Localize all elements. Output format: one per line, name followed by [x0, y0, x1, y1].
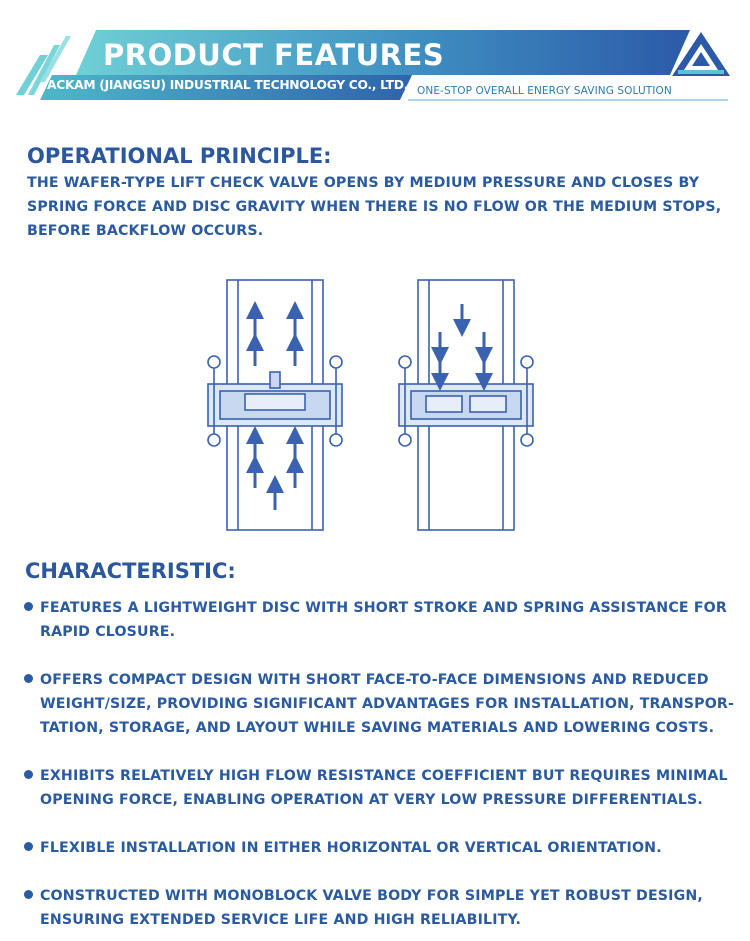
list-item-line: RAPID CLOSURE.: [40, 624, 176, 640]
list-item: CONSTRUCTED WITH MONOBLOCK VALVE BODY FO…: [24, 884, 734, 932]
bullet-dot-icon: [24, 890, 33, 899]
bullet-dot-icon: [24, 770, 33, 779]
list-item-line: EXHIBITS RELATIVELY HIGH FLOW RESISTANCE…: [40, 768, 728, 784]
principle-line: THE WAFER-TYPE LIFT CHECK VALVE OPENS BY…: [27, 175, 700, 191]
list-item: EXHIBITS RELATIVELY HIGH FLOW RESISTANCE…: [24, 764, 734, 812]
principle-line: BEFORE BACKFLOW OCCURS.: [27, 223, 264, 239]
principle-line: SPRING FORCE AND DISC GRAVITY WHEN THERE…: [27, 199, 722, 215]
list-item-line: CONSTRUCTED WITH MONOBLOCK VALVE BODY FO…: [40, 888, 703, 904]
banner-background: [16, 30, 728, 101]
list-item-line: FLEXIBLE INSTALLATION IN EITHER HORIZONT…: [40, 840, 662, 856]
valve-open-diagram-icon: [207, 279, 343, 531]
triangle-a-logo-icon: [672, 32, 730, 76]
header-banner: PRODUCT FEATURES ACKAM (JIANGSU) INDUSTR…: [0, 0, 750, 110]
bullet-dot-icon: [24, 842, 33, 851]
list-item: OFFERS COMPACT DESIGN WITH SHORT FACE-TO…: [24, 668, 734, 740]
list-item: FLEXIBLE INSTALLATION IN EITHER HORIZONT…: [24, 836, 734, 860]
list-item-line: ENSURING EXTENDED SERVICE LIFE AND HIGH …: [40, 912, 522, 928]
list-item-line: OPENING FORCE, ENABLING OPERATION AT VER…: [40, 792, 703, 808]
principle-heading: OPERATIONAL PRINCIPLE:: [27, 144, 332, 168]
bullet-dot-icon: [24, 602, 33, 611]
list-item-line: WEIGHT/SIZE, PROVIDING SIGNIFICANT ADVAN…: [40, 696, 735, 712]
list-item-line: FEATURES A LIGHTWEIGHT DISC WITH SHORT S…: [40, 600, 727, 616]
company-name: ACKAM (JIANGSU) INDUSTRIAL TECHNOLOGY CO…: [47, 78, 409, 92]
slogan: ONE-STOP OVERALL ENERGY SAVING SOLUTION: [417, 85, 672, 97]
characteristic-heading: CHARACTERISTIC:: [25, 559, 236, 583]
principle-text: THE WAFER-TYPE LIFT CHECK VALVE OPENS BY…: [27, 171, 727, 243]
valve-diagram: [207, 279, 534, 531]
list-item-line: OFFERS COMPACT DESIGN WITH SHORT FACE-TO…: [40, 672, 709, 688]
list-item: FEATURES A LIGHTWEIGHT DISC WITH SHORT S…: [24, 596, 734, 644]
list-item-line: TATION, STORAGE, AND LAYOUT WHILE SAVING…: [40, 720, 715, 736]
valve-closed-diagram-icon: [398, 279, 534, 531]
characteristic-list: FEATURES A LIGHTWEIGHT DISC WITH SHORT S…: [24, 596, 734, 932]
bullet-dot-icon: [24, 674, 33, 683]
page-title: PRODUCT FEATURES: [103, 38, 445, 72]
